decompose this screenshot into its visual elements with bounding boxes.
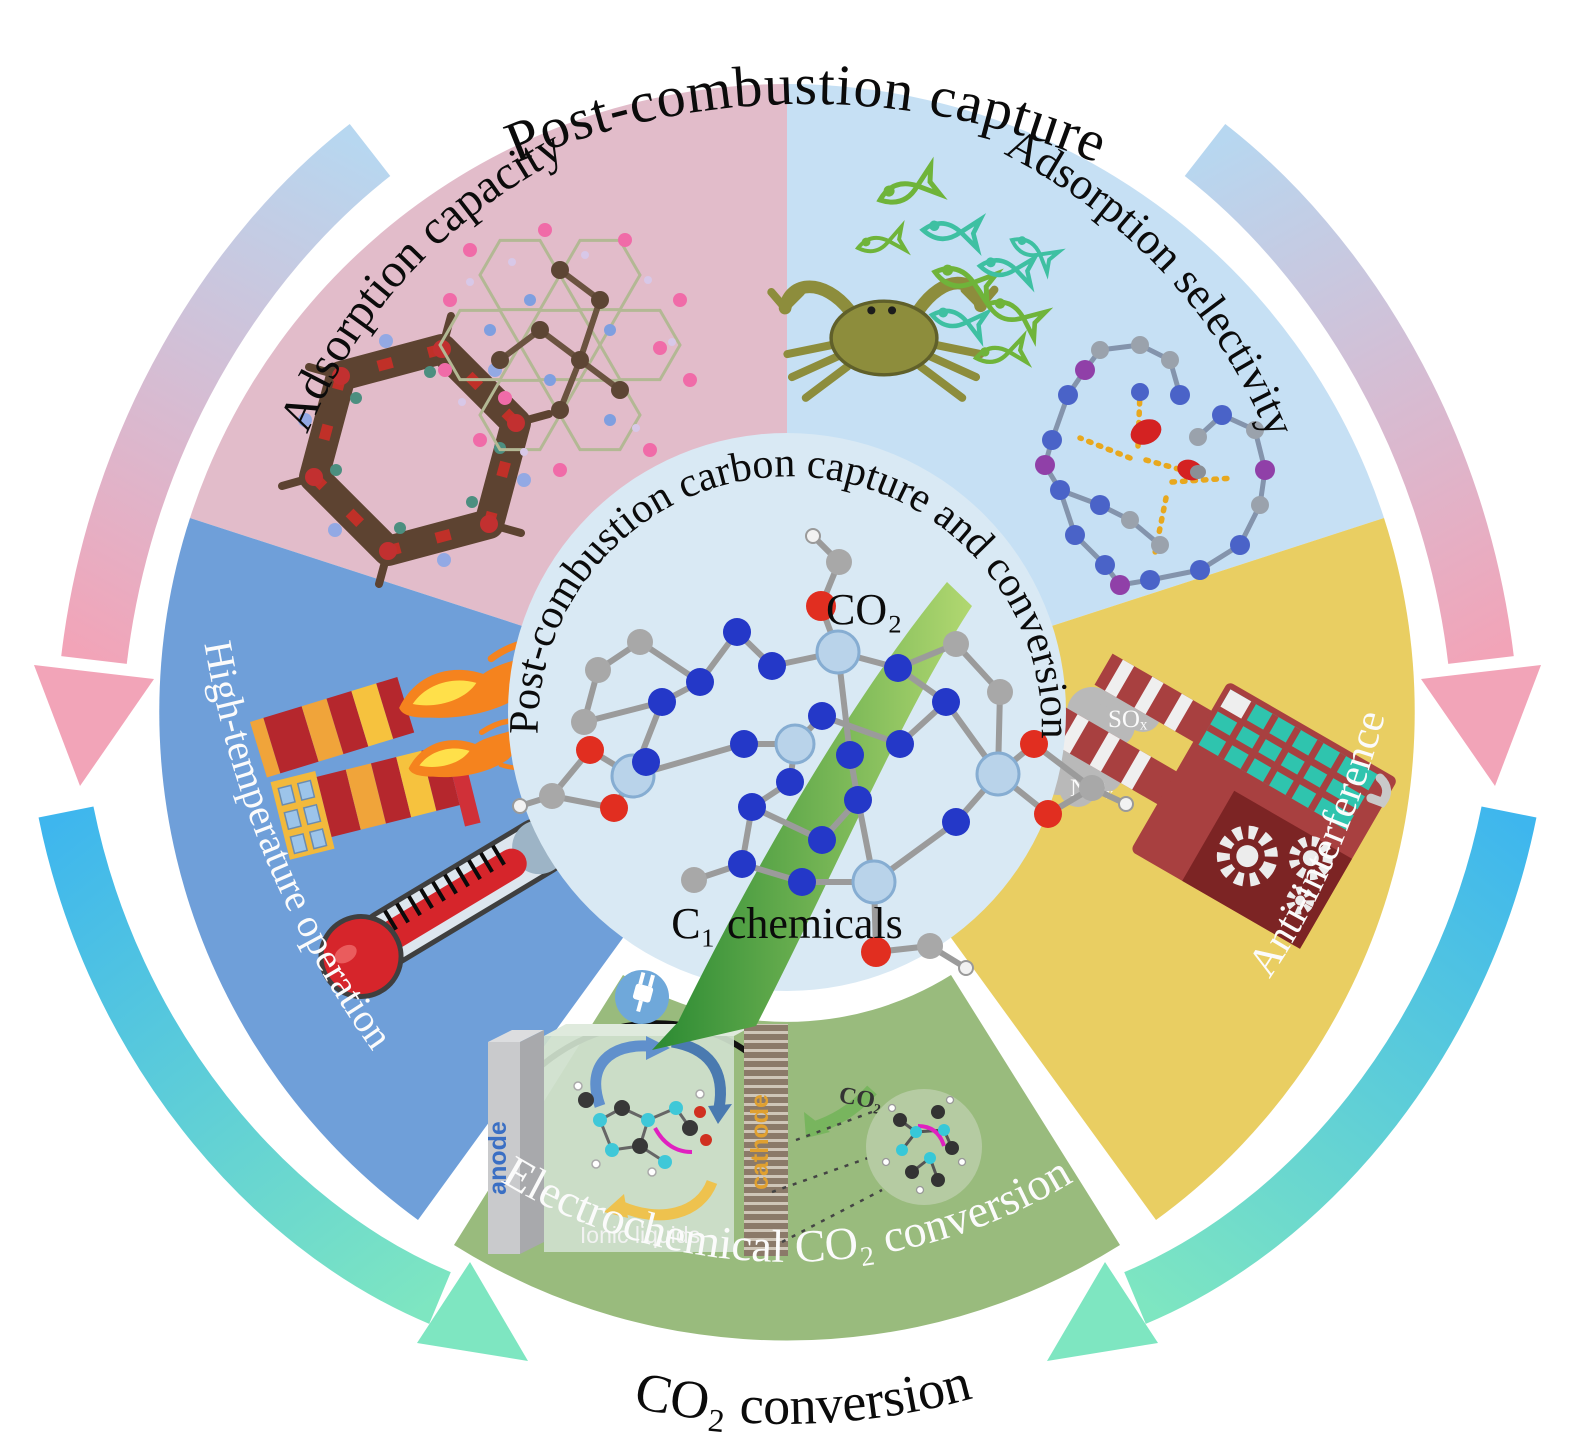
capture-arrow-right — [1184, 123, 1514, 664]
crab-icon — [767, 276, 999, 402]
thermometer-icon — [318, 817, 569, 1000]
metal-cluster-molecule — [512, 528, 1134, 976]
conversion-arrow-right — [1124, 806, 1537, 1324]
center-co2-label: CO₂ — [826, 585, 902, 634]
ionic-liquids-label: Ionic liquids — [580, 1222, 700, 1248]
mof-network-structure-icon — [438, 223, 697, 477]
factory-icon — [1046, 653, 1396, 949]
center-hub — [508, 433, 1066, 991]
conversion-arrowhead-right — [1047, 1262, 1158, 1361]
co2-binding-molecule-icon — [1035, 336, 1275, 595]
capture-arrowhead-left — [34, 665, 154, 786]
conversion-arrowhead-left — [417, 1262, 528, 1361]
outer-cycle-arrows — [34, 123, 1541, 1361]
cathode-label: cathode — [746, 1094, 774, 1190]
power-plug-icon — [615, 970, 669, 1024]
chimney-flame-icon — [250, 639, 564, 860]
conversion-arrow-left — [38, 806, 451, 1324]
bottom-title: CO₂ conversion — [630, 1352, 976, 1436]
il-co2-complex-inset — [866, 1089, 982, 1205]
anode-label: anode — [484, 1121, 512, 1195]
center-c1-label: C₁ chemicals — [671, 899, 903, 948]
capture-arrow-left — [61, 123, 391, 664]
conversion-swoosh-arrow — [652, 582, 972, 1050]
electrochemical-cell-icon: anode Ionic liquids — [484, 970, 982, 1256]
capture-arrowhead-right — [1421, 665, 1541, 786]
